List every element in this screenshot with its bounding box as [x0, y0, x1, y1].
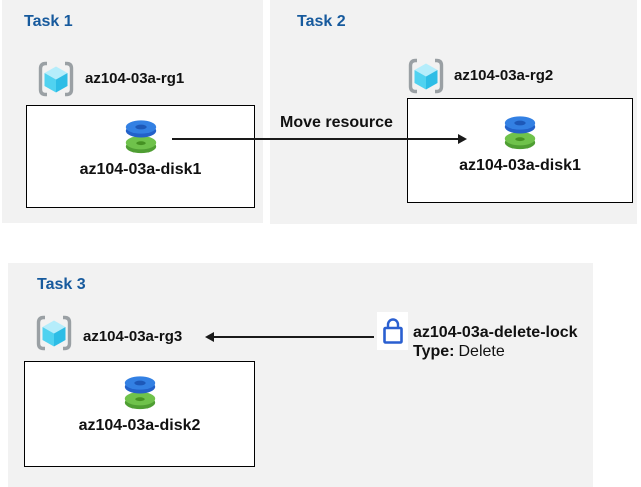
disk-name: az104-03a-disk1 [459, 157, 581, 174]
disk-name: az104-03a-disk2 [78, 417, 201, 434]
task2-title: Task 2 [297, 13, 346, 30]
disk-icon [504, 116, 536, 150]
resource-group-name: az104-03a-rg2 [454, 67, 554, 84]
task2-resource-box: az104-03a-disk1 [407, 98, 633, 203]
delete-lock-arrow-line [214, 336, 374, 338]
resource-group-name: az104-03a-rg3 [83, 328, 183, 345]
lock-type-value: Delete [458, 343, 505, 360]
task3-title: Task 3 [37, 276, 86, 293]
move-resource-label: Move resource [280, 114, 393, 131]
disk-icon [124, 376, 155, 410]
lock-icon [382, 318, 403, 344]
task3-resource-box: az104-03a-disk2 [24, 361, 255, 467]
resource-group-icon [36, 315, 72, 351]
lock-tile [377, 312, 408, 350]
resource-group-icon [408, 58, 444, 94]
task1-resource-box: az104-03a-disk1 [26, 105, 255, 208]
task1-title: Task 1 [24, 13, 73, 30]
delete-lock-type: Type:Delete [413, 343, 505, 361]
move-resource-arrow-line [172, 138, 459, 140]
resource-group-icon [38, 61, 74, 97]
disk-icon [125, 120, 156, 154]
move-resource-arrowhead-right [458, 134, 467, 144]
lock-type-label: Type: [413, 343, 455, 360]
resource-group-name: az104-03a-rg1 [85, 70, 185, 87]
disk-name: az104-03a-disk1 [79, 161, 202, 178]
delete-lock-arrowhead-left [205, 332, 214, 342]
delete-lock-name: az104-03a-delete-lock [413, 324, 578, 341]
